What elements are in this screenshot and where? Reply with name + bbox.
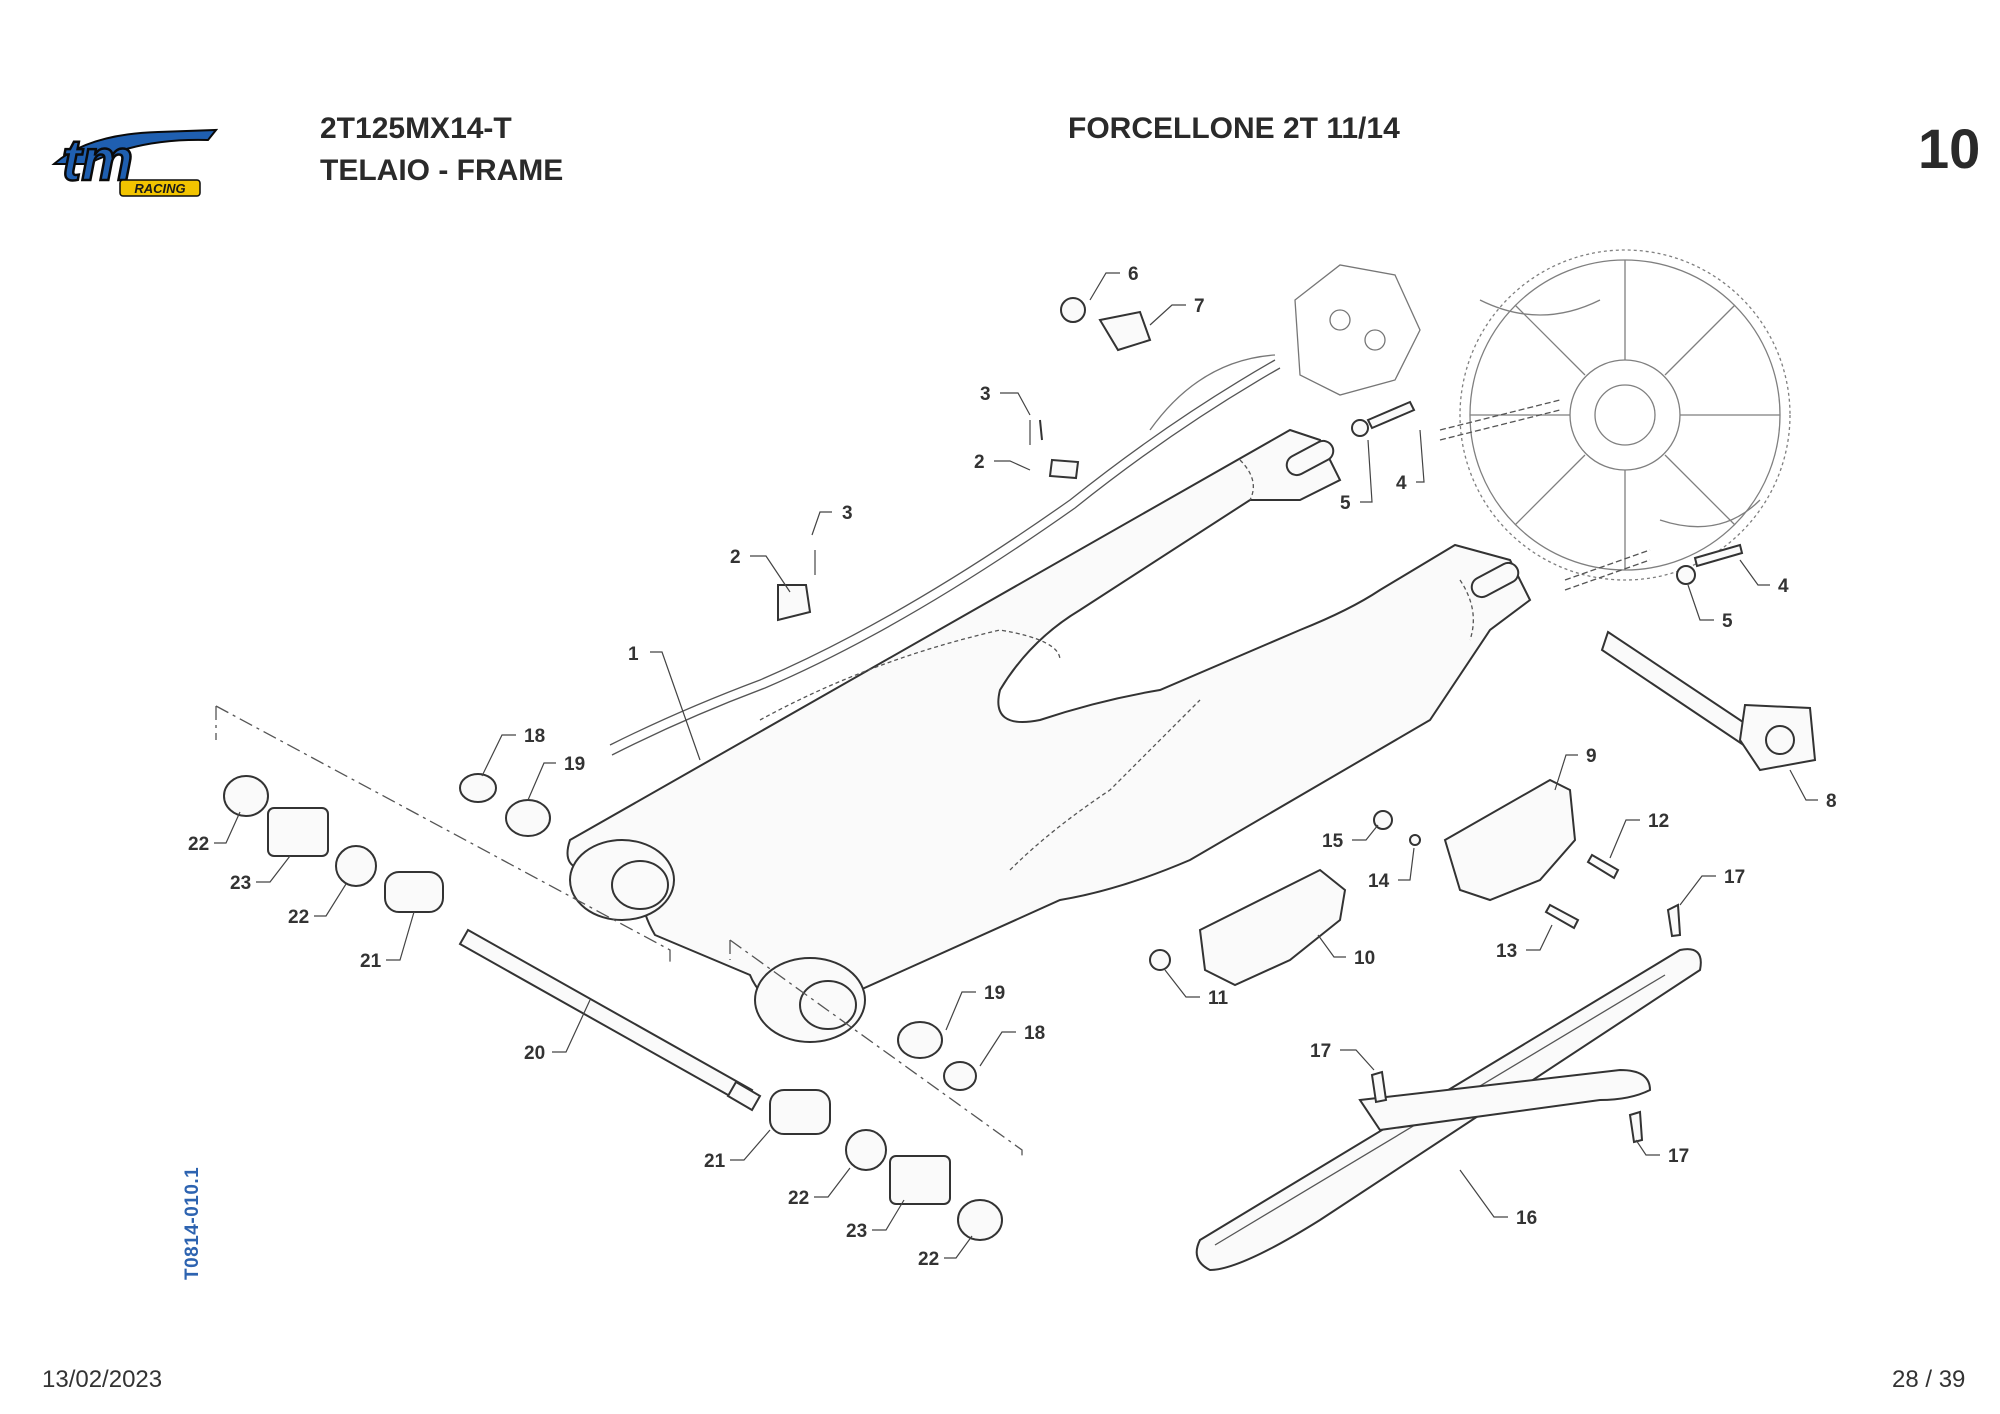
callout-8: 8 (1789, 769, 1837, 812)
phantom-box-upper (215, 705, 671, 966)
callout-7: 7 (1149, 296, 1205, 326)
brake-hose (609, 359, 1281, 756)
chain-guide (1198, 778, 1577, 987)
callout-15: 15 (1322, 824, 1379, 852)
callout-number: 13 (1496, 941, 1517, 962)
callout-number: 16 (1516, 1208, 1537, 1229)
callout-3b: 3 (980, 384, 1031, 416)
brake-caliper (1149, 264, 1421, 431)
callout-17b: 17 (1310, 1041, 1375, 1071)
pivot-bolt (458, 928, 762, 1112)
callout-number: 2 (974, 452, 985, 473)
callout-16: 16 (1459, 1169, 1537, 1229)
rear-sprocket (1459, 249, 1791, 581)
chain-slider (1195, 948, 1702, 1272)
section-title: TELAIO - FRAME (320, 154, 564, 187)
callout-number: 23 (846, 1221, 867, 1242)
callout-18b: 18 (979, 1023, 1045, 1067)
callout-18a: 18 (481, 726, 545, 777)
callout-number: 15 (1322, 831, 1344, 852)
callout-10: 10 (1317, 934, 1375, 969)
callout-12: 12 (1609, 811, 1669, 859)
callout-number: 11 (1208, 988, 1229, 1009)
tm-racing-logo: tm RACING (51, 127, 218, 197)
callout-number: 17 (1668, 1146, 1689, 1167)
callout-number: 5 (1340, 493, 1351, 514)
callout-number: 3 (980, 384, 991, 405)
logo-racing-text: RACING (134, 181, 185, 196)
callout-21b: 21 (704, 1129, 771, 1172)
callout-3a: 3 (811, 503, 853, 536)
callout-21a: 21 (360, 911, 415, 972)
callout-6: 6 (1089, 264, 1139, 301)
callout-number: 17 (1724, 867, 1745, 888)
phantom-box-lower (729, 939, 1023, 1160)
callout-number: 8 (1826, 791, 1837, 812)
callout-4b: 4 (1739, 559, 1789, 597)
callout-4a: 4 (1396, 429, 1425, 494)
footer-page-number: 28 / 39 (1892, 1366, 1966, 1393)
footer-date: 13/02/2023 (42, 1366, 163, 1393)
fasteners (777, 297, 1744, 1144)
callout-19a: 19 (527, 754, 585, 801)
callout-number: 7 (1194, 296, 1205, 317)
callout-number: 21 (360, 951, 382, 972)
callout-number: 22 (288, 907, 309, 928)
callout-number: 20 (524, 1043, 545, 1064)
callout-13: 13 (1496, 924, 1553, 962)
model-code: 2T125MX14-T (320, 112, 512, 145)
callout-number: 18 (524, 726, 545, 747)
callout-number: 19 (564, 754, 585, 775)
callout-number: 18 (1024, 1023, 1045, 1044)
callout-number: 10 (1354, 948, 1375, 969)
callout-number: 19 (984, 983, 1005, 1004)
callout-23a: 23 (230, 855, 291, 894)
callout-number: 22 (188, 834, 209, 855)
callout-2b: 2 (974, 452, 1031, 473)
callout-14: 14 (1368, 847, 1415, 892)
callout-number: 23 (230, 873, 251, 894)
lower-pivot-components (769, 1021, 1003, 1241)
logo-racing-badge (119, 179, 201, 197)
swingarm (566, 428, 1532, 1043)
callout-20: 20 (524, 999, 591, 1064)
callout-17c: 17 (1635, 1139, 1689, 1167)
callout-11: 11 (1164, 969, 1229, 1009)
callout-number: 9 (1586, 746, 1597, 767)
callout-22d: 22 (918, 1235, 973, 1270)
callout-number: 1 (628, 644, 639, 665)
callout-number: 4 (1396, 473, 1407, 494)
callout-22a: 22 (188, 811, 241, 855)
wheel-axle (1600, 630, 1817, 772)
callout-number: 21 (704, 1151, 726, 1172)
callout-number: 14 (1368, 871, 1390, 892)
upper-pivot-components (223, 773, 551, 913)
callout-22c: 22 (788, 1167, 851, 1209)
callout-number: 22 (788, 1188, 809, 1209)
callout-number: 17 (1310, 1041, 1331, 1062)
diagram-title: FORCELLONE 2T 11/14 (1068, 112, 1400, 145)
callout-number: 2 (730, 547, 741, 568)
callout-number: 3 (842, 503, 853, 524)
callout-5b: 5 (1687, 584, 1733, 632)
logo-swoosh (51, 128, 218, 165)
callout-1: 1 (628, 644, 701, 761)
callout-2a: 2 (730, 547, 791, 593)
callout-22b: 22 (288, 883, 347, 928)
callout-9: 9 (1554, 746, 1597, 791)
callout-number: 22 (918, 1249, 939, 1270)
callout-23b: 23 (846, 1199, 905, 1242)
callout-number: 6 (1128, 264, 1139, 285)
callout-number: 12 (1648, 811, 1669, 832)
callout-number: 5 (1722, 611, 1733, 632)
page-group-number: 10 (1918, 117, 1981, 180)
callout-5a: 5 (1340, 439, 1373, 514)
drawing-code: T0814-010.1 (182, 1166, 203, 1280)
callout-17a: 17 (1679, 867, 1745, 906)
callout-number: 4 (1778, 576, 1789, 597)
callout-19b: 19 (945, 983, 1005, 1031)
